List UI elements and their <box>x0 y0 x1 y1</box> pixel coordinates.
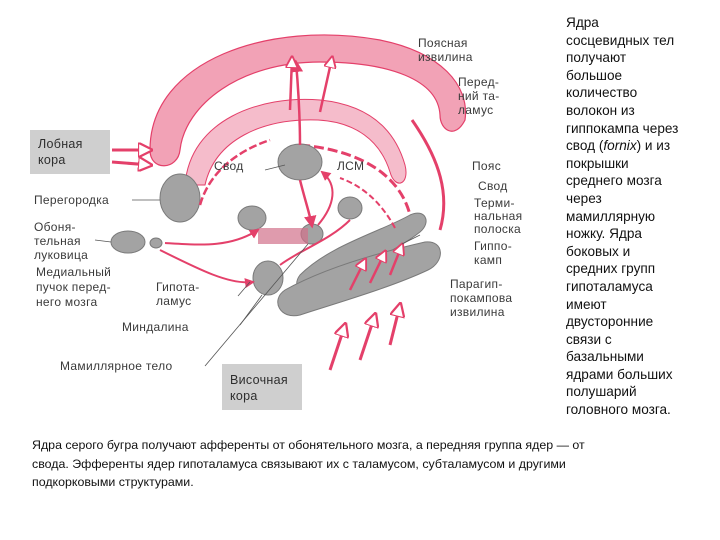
side-line: головного мозга. <box>566 402 671 418</box>
olfactory-to-amygdala-path <box>159 249 255 288</box>
side-line: покрышки <box>566 155 629 171</box>
fornix-arc <box>184 98 407 186</box>
side-line: получают <box>566 50 627 66</box>
side-line: количество <box>566 85 638 101</box>
side-line: базальными <box>566 349 644 365</box>
side-description: Ядра сосцевидных тел получают большое ко… <box>566 14 708 419</box>
label-cingulate-gyrus: Поясная извилина <box>418 36 473 64</box>
side-line: связи с <box>566 331 612 347</box>
label-frontal-cortex: Лобная кора <box>38 137 87 167</box>
label-terminal-stria: Терми- нальная полоска <box>474 196 526 236</box>
label-amygdala: Миндалина <box>122 320 189 334</box>
label-temporal-cortex: Височная кора <box>230 373 292 403</box>
limbic-system-diagram: Поясная извилина Перед- ний та- ламус Ло… <box>30 34 526 410</box>
side-line: двусторонние <box>566 314 654 330</box>
cingulate-up-arrow-1 <box>290 58 292 111</box>
label-hypothalamus: Гипота- ламус <box>156 280 203 308</box>
hypothalamus-shape <box>237 205 267 231</box>
caption-line: свода. Эфференты ядер гипоталамуса связы… <box>32 456 566 471</box>
temporal-input-arrow-3 <box>388 305 400 346</box>
side-line: гипоталамуса <box>566 278 653 294</box>
side-line: боковых и <box>566 243 631 259</box>
frontal-cortex-box <box>30 130 110 174</box>
side-line: свод (fornix) и из <box>566 137 708 155</box>
thalamus-to-cingulate-path <box>290 59 304 146</box>
caption-line: Ядра серого бугра получают афференты от … <box>32 438 585 452</box>
hypothalamic-stripes <box>258 228 308 244</box>
side-line: полушарий <box>566 384 637 400</box>
amygdala-stria-path <box>279 219 351 266</box>
label-medial-forebrain-bundle: Медиальный пучок перед- него мозга <box>36 265 115 309</box>
cingulate-gyrus-shape <box>149 34 467 167</box>
label-hippocampus: Гиппо- камп <box>474 239 516 267</box>
leader-lines <box>94 164 421 367</box>
label-mamillary-body: Мамиллярное тело <box>60 359 173 373</box>
side-line: сосцевидных тел <box>566 32 675 48</box>
label-fornix: Свод <box>214 159 244 173</box>
olfactory-bulb-shape <box>110 230 146 254</box>
side-line: волокон из <box>566 102 635 118</box>
mfb-path <box>164 228 260 246</box>
temporal-input-arrow-2 <box>358 315 375 361</box>
side-line: большое <box>566 67 623 83</box>
side-line: ядрами больших <box>566 366 673 382</box>
side-line: среднего мозга <box>566 173 662 189</box>
mamillary-to-thalamus-path <box>317 170 334 226</box>
cingulate-up-arrow-2 <box>318 58 332 113</box>
frontal-input-arrow-2 <box>111 162 150 165</box>
amygdala-shape <box>252 260 284 296</box>
fornix-to-mamillary-path <box>298 179 317 229</box>
label-cingulum: Пояс <box>472 159 501 173</box>
anterior-thalamus-shape <box>277 143 323 181</box>
temporal-cortex-box <box>222 364 302 410</box>
label-olfactory-bulb: Обоня- тельная луковица <box>34 220 88 262</box>
olfactory-tract-knob <box>149 237 163 249</box>
label-lsm: ЛСМ <box>337 159 364 173</box>
side-line: Ядра <box>566 15 599 30</box>
parahip-to-hip-arrow-1 <box>348 260 365 291</box>
side-line: ножку. Ядра <box>566 226 642 242</box>
side-line: через <box>566 190 602 206</box>
side-line: имеют <box>566 296 607 312</box>
side-line: средних групп <box>566 261 656 277</box>
label-septum: Перегородка <box>34 193 109 207</box>
fornix-fibre-path <box>198 138 271 206</box>
cingulum-band <box>410 119 446 231</box>
side-line: гиппокампа через <box>566 120 679 136</box>
label-parahippocampal-gyrus: Парагип- покампова извилина <box>450 277 516 319</box>
terminal-stria-band <box>299 143 412 216</box>
hippocampus-to-fornix-path <box>339 177 396 229</box>
side-text-part: ) и из <box>636 138 671 154</box>
side-line: мамиллярную <box>566 208 656 224</box>
lsm-nucleus-shape <box>337 196 363 220</box>
temporal-input-arrow-1 <box>328 325 345 371</box>
label-fornix-right: Свод <box>478 179 508 193</box>
parahip-to-hip-arrow-3 <box>388 245 402 276</box>
side-text-italic: fornix <box>603 138 637 154</box>
caption: Ядра серого бугра получают афференты от … <box>32 436 692 492</box>
label-anterior-thalamus: Перед- ний та- ламус <box>458 75 503 117</box>
parahip-to-hip-arrow-2 <box>368 252 385 284</box>
caption-line: подкорковыми структурами. <box>32 475 194 489</box>
side-text-part: свод ( <box>566 138 604 154</box>
septum-shape <box>159 173 201 223</box>
